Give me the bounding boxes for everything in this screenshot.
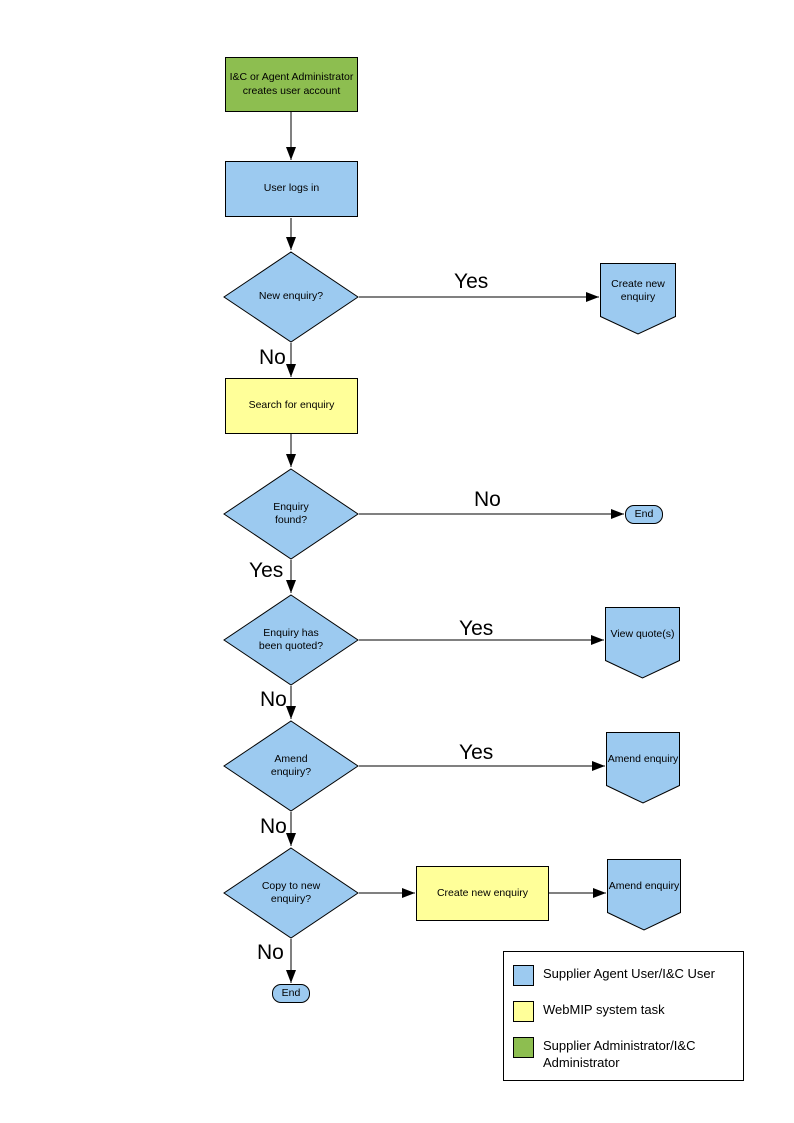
decision-amend-enquiry: Amend enquiry?	[223, 720, 359, 812]
node-amend-enquiry-link-2: Amend enquiry	[607, 859, 681, 931]
node-label: I&C or Agent Administrator creates user …	[229, 71, 354, 97]
decision-copy-to-new-enquiry: Copy to new enquiry?	[223, 847, 359, 939]
edge-label-enquiry-quoted-no: No	[260, 688, 287, 711]
edge-label-new-enquiry-no: No	[259, 346, 286, 369]
legend-swatch-system	[513, 1001, 534, 1022]
node-label: Amend enquiry	[607, 753, 679, 766]
edge-label-amend-enquiry-no: No	[260, 815, 287, 838]
edge-label-copy-to-new-no: No	[257, 941, 284, 964]
decision-enquiry-found: Enquiry found?	[223, 468, 359, 560]
diamond-shape	[223, 847, 359, 939]
legend-item-supplier-administrator: Supplier Administrator/I&C Administrator	[513, 1037, 737, 1072]
offpage-shape	[607, 859, 681, 931]
edge-label-amend-enquiry-yes: Yes	[459, 741, 494, 764]
node-search-for-enquiry: Search for enquiry	[225, 378, 358, 434]
edge-label-new-enquiry-yes: Yes	[454, 270, 489, 293]
edge-label-enquiry-found-no: No	[474, 488, 501, 511]
node-label: Enquiry found?	[273, 500, 309, 526]
offpage-shape	[600, 263, 676, 335]
legend-swatch-user	[513, 965, 534, 986]
node-label: Search for enquiry	[248, 399, 335, 412]
legend-swatch-admin	[513, 1037, 534, 1058]
node-label: Amend enquiry	[608, 880, 680, 893]
node-user-logs-in: User logs in	[225, 161, 358, 217]
legend-label: WebMIP system task	[543, 1002, 665, 1017]
diamond-shape	[223, 594, 359, 686]
diamond-shape	[223, 251, 359, 343]
node-create-new-enquiry-link: Create new enquiry	[600, 263, 676, 335]
offpage-shape	[605, 607, 680, 679]
legend-box: Supplier Agent User/I&C User WebMIP syst…	[503, 951, 744, 1081]
legend-item-webmip-system-task: WebMIP system task	[513, 1001, 737, 1022]
node-end-top: End	[625, 505, 663, 524]
node-create-new-enquiry-task: Create new enquiry	[416, 866, 549, 921]
diamond-shape	[223, 720, 359, 812]
offpage-shape	[606, 732, 680, 804]
node-label: End	[281, 986, 301, 999]
node-label: User logs in	[263, 182, 320, 195]
node-view-quotes: View quote(s)	[605, 607, 680, 679]
node-label: End	[634, 507, 654, 520]
node-label: Enquiry has been quoted?	[258, 626, 324, 652]
node-amend-enquiry-link: Amend enquiry	[606, 732, 680, 804]
decision-new-enquiry: New enquiry?	[223, 251, 359, 343]
edge-label-enquiry-found-yes: Yes	[249, 559, 284, 582]
edge-label-enquiry-quoted-yes: Yes	[459, 617, 494, 640]
node-end-bottom: End	[272, 984, 310, 1003]
node-label: Create new enquiry	[436, 886, 529, 899]
node-label: Copy to new enquiry?	[261, 879, 321, 905]
diamond-shape	[223, 468, 359, 560]
node-label: Amend enquiry?	[270, 752, 312, 778]
node-label: Create new enquiry	[611, 277, 665, 303]
node-label: New enquiry?	[258, 290, 324, 303]
legend-item-supplier-agent-user: Supplier Agent User/I&C User	[513, 965, 737, 986]
legend-label: Supplier Administrator/I&C Administrator	[543, 1038, 696, 1070]
decision-enquiry-quoted: Enquiry has been quoted?	[223, 594, 359, 686]
node-label: View quote(s)	[610, 628, 675, 641]
node-admin-creates-account: I&C or Agent Administrator creates user …	[225, 57, 358, 112]
legend-label: Supplier Agent User/I&C User	[543, 966, 715, 981]
